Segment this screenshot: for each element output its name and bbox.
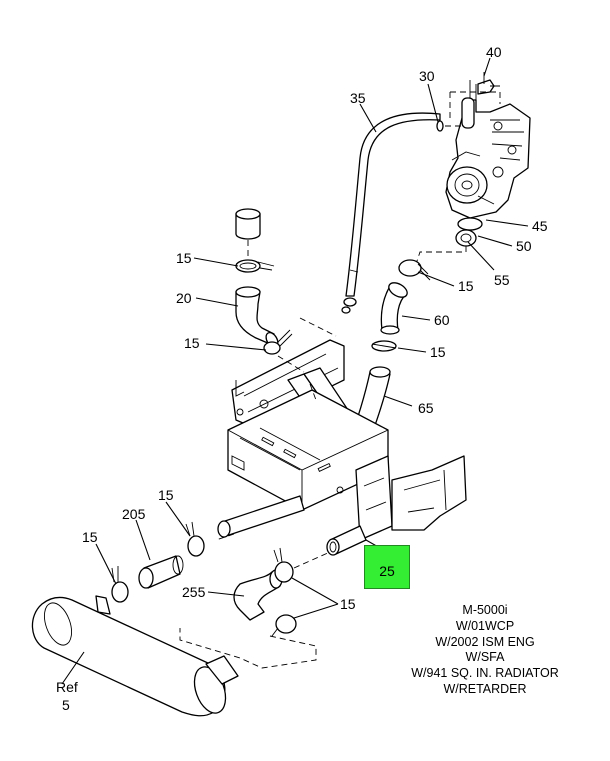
clamp-15-elbow255b [271,614,297,637]
callout-15-g: 15 [340,596,356,612]
clamp-15-sleeve [111,566,129,603]
elbow-255 [233,569,283,621]
callout-15-c: 15 [184,335,200,351]
sleeve-205 [138,555,184,589]
callout-35: 35 [350,90,366,106]
note-line: W/RETARDER [443,681,527,696]
note-line: M-5000i [462,603,508,617]
note-line: W/941 SQ. IN. RADIATOR [411,666,559,681]
clamp-15-60a [398,259,431,281]
muffler-ref-5 [31,595,239,717]
callout-45: 45 [532,218,548,234]
elbow-20 [235,286,279,349]
callout-50: 50 [516,238,532,254]
pipe-25 [326,525,367,556]
clamp-15-elbow [263,329,293,355]
phantom-lines-frame [277,317,337,401]
callout-ref-5: 5 [62,697,70,713]
callout-205: 205 [122,506,146,522]
callout-15-e: 15 [158,487,174,503]
configuration-note: M-5000i W/01WCP W/2002 ISM ENG W/SFA W/9… [380,603,590,698]
phantom-lines-upper [415,91,501,265]
clamp-15-top [235,259,275,273]
callout-15-b: 15 [458,278,474,294]
callout-20: 20 [176,290,192,306]
callout-15-a: 15 [176,250,192,266]
clamp-15-60b [371,340,397,352]
callout-15-d: 15 [430,344,446,360]
water-pump-assembly [436,72,531,247]
callout-55: 55 [494,272,510,288]
callout-40: 40 [486,44,502,60]
phantom-lines-lower [179,533,331,669]
hose-60 [380,282,408,335]
leader-lines [61,57,529,685]
clamp-15-elbow255a [273,547,294,583]
callout-60: 60 [434,312,450,328]
callout-255: 255 [182,584,206,600]
note-line: W/01WCP [455,618,515,633]
cylinder-cap [235,208,261,258]
callout-30: 30 [419,68,435,84]
callout-labels: 40 30 35 45 50 55 15 15 20 60 15 15 65 1… [56,44,548,713]
frame-bracket [227,339,467,541]
clamp-15-pipe [185,521,205,557]
highlight-callout-25[interactable]: 25 [364,545,410,589]
note-line: W/2002 ISM ENG [435,634,535,649]
callout-15-f: 15 [82,529,98,545]
pipe-long [217,495,305,538]
highlight-callout-label: 25 [379,563,395,579]
note-line: W/SFA [465,650,505,665]
callout-ref-label: Ref [56,679,78,695]
callout-65: 65 [418,400,434,416]
